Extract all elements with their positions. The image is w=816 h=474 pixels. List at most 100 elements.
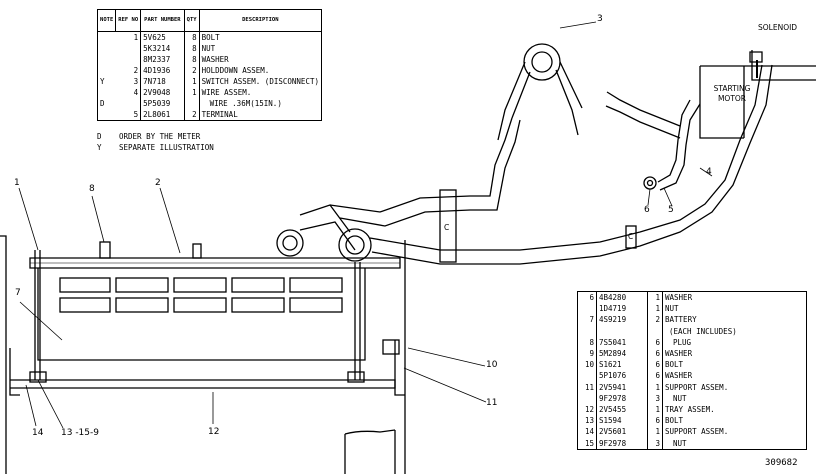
callout-5: 5: [668, 205, 674, 215]
qty-cell: 8: [184, 31, 200, 43]
part-number-cell: 5V625: [140, 31, 185, 43]
callout-4: 4: [706, 167, 712, 177]
description-cell: BOLT: [665, 416, 684, 426]
description-cell: WASHER: [665, 293, 693, 302]
part-number-cell: S1621: [596, 359, 648, 371]
note-cell: [98, 43, 116, 54]
qty-cell: [184, 98, 200, 109]
qty-cell: 1: [647, 291, 663, 304]
col-qty-header: QTY: [184, 9, 200, 32]
parts-list-table-top: NOTE REF NO PART NUMBER QTY DESCRIPTION …: [97, 9, 323, 121]
ref-cell: [577, 325, 597, 337]
callout-1: 1: [14, 178, 20, 188]
qty-cell: 6: [647, 348, 663, 360]
callout-12: 12: [208, 427, 220, 437]
ref-cell: 9: [577, 348, 597, 360]
callout-13-15-9: 13 -15-9: [61, 428, 99, 438]
main-cable: [329, 117, 521, 227]
holddown-bar: [29, 257, 401, 269]
part-number-cell: 4D1936: [140, 65, 185, 76]
note-item: D ORDER BY THE METER: [97, 131, 214, 142]
description-cell: NUT: [673, 393, 687, 403]
note-code: D: [97, 132, 102, 141]
qty-cell: 1: [647, 381, 663, 393]
description-cell: (EACH INCLUDES): [669, 326, 737, 336]
ref-cell: 7: [577, 314, 597, 326]
ref-cell: 2: [115, 65, 142, 76]
ref-cell: [115, 54, 142, 65]
note-text: ORDER BY THE METER: [119, 132, 201, 141]
callout-11: 11: [486, 398, 498, 408]
qty-cell: [647, 325, 663, 337]
qty-cell: 2: [184, 109, 200, 121]
callout-14: 14: [32, 428, 44, 438]
description-cell: PLUG: [673, 337, 692, 347]
battery-cable-lower: [369, 64, 773, 265]
starting-motor-label-line1: STARTING: [713, 84, 751, 93]
ref-cell: [115, 43, 142, 54]
ref-cell: [115, 98, 142, 109]
col-part-header: PART NUMBER: [140, 9, 185, 32]
note-cell: [98, 109, 116, 121]
qty-cell: 1: [647, 426, 663, 438]
battery-body: [37, 268, 366, 361]
description-cell: NUT: [665, 304, 679, 314]
ref-cell: 6: [577, 291, 597, 304]
callout-3: 3: [597, 14, 603, 24]
ref-cell: 11: [577, 381, 597, 393]
note-cell: [98, 32, 116, 44]
part-number-cell: 2V5941: [596, 381, 648, 393]
note-cell: Y: [100, 77, 105, 86]
qty-cell: 3: [647, 437, 663, 450]
callout-10: 10: [486, 360, 498, 370]
part-number-cell: 4B4280: [596, 291, 648, 304]
qty-cell: 1: [184, 87, 200, 98]
battery-tray: [10, 379, 396, 389]
part-number-cell: [596, 325, 648, 337]
starting-motor-label: STARTING MOTOR: [710, 84, 754, 104]
note-cell: [98, 65, 116, 76]
part-number-cell: 5M2894: [596, 348, 648, 360]
description-cell: NUT: [673, 438, 687, 448]
ref-cell: [577, 303, 597, 315]
description-cell: WASHER: [665, 349, 693, 359]
ref-cell: 8: [577, 336, 597, 349]
part-number-cell: 9F2978: [596, 437, 648, 450]
description-cell: WIRE ASSEM.: [201, 88, 252, 97]
note-code: Y: [97, 143, 102, 152]
cable-clamp: [439, 189, 457, 263]
figure-number: 309682: [765, 458, 798, 468]
callout-6: 6: [644, 205, 650, 215]
clamp-label: C: [628, 232, 634, 241]
description-cell: BOLT: [201, 33, 220, 42]
qty-cell: 1: [647, 404, 663, 416]
note-text: SEPARATE ILLUSTRATION: [119, 143, 214, 152]
note-cell: [98, 54, 116, 65]
description-cell: WASHER: [201, 55, 229, 64]
description-cell: HOLDDOWN ASSEM.: [201, 66, 270, 75]
description-cell: WASHER: [665, 371, 693, 381]
starting-motor-label-line2: MOTOR: [717, 94, 747, 103]
ref-cell: 10: [577, 359, 597, 371]
part-number-cell: 2V5455: [596, 404, 648, 416]
qty-cell: 6: [647, 415, 663, 427]
battery-terminal: [276, 229, 304, 257]
description-cell: TRAY ASSEM.: [665, 405, 715, 415]
